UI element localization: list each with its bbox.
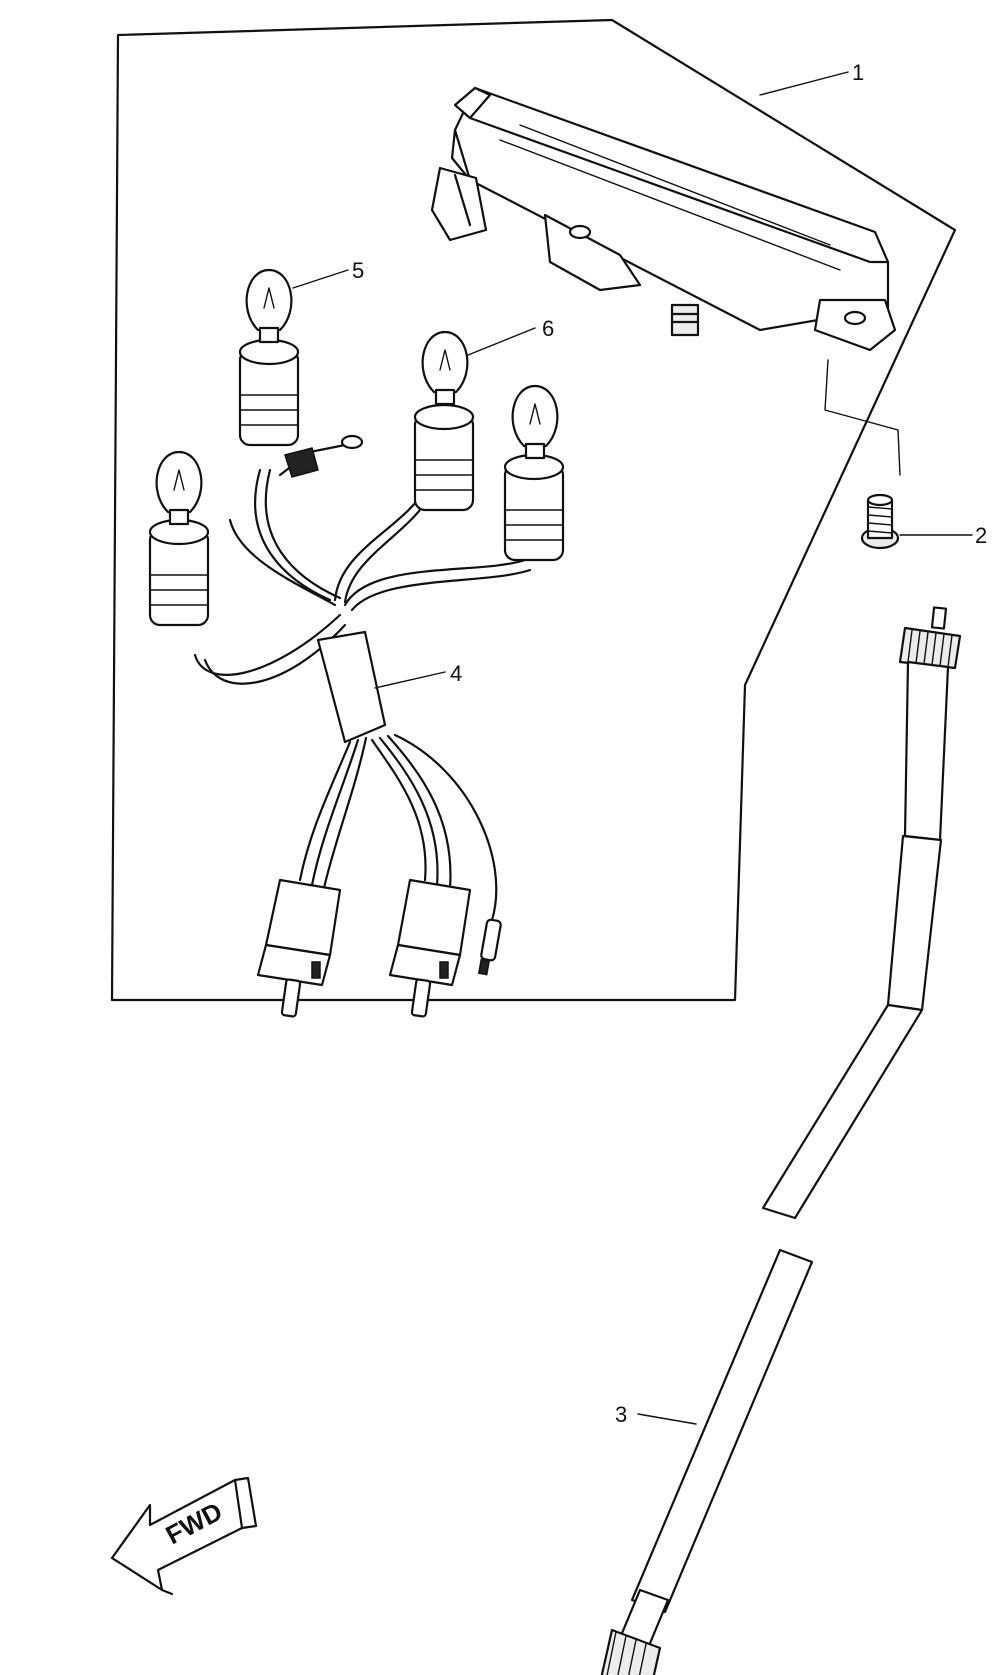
fitting-line	[824, 359, 901, 476]
meter-cable	[600, 606, 962, 1675]
fwd-arrow-icon: FWD	[110, 1476, 258, 1596]
assembly-boundary	[110, 18, 957, 1002]
bulb-socket	[238, 338, 300, 447]
bulb-socket	[413, 403, 475, 512]
bulb	[421, 330, 469, 406]
callout-3: 3	[615, 1402, 627, 1427]
leader-4	[374, 671, 446, 689]
bulb	[155, 450, 203, 526]
bulb-socket	[503, 453, 565, 562]
bulb-socket	[148, 518, 210, 627]
bulb	[245, 268, 293, 344]
callout-4: 4	[450, 661, 462, 686]
bulb	[511, 384, 559, 460]
leader-3	[637, 1413, 697, 1425]
wire-harness	[193, 434, 532, 1018]
leader-5	[292, 269, 349, 289]
callout-1: 1	[852, 60, 864, 85]
screw	[860, 493, 900, 550]
callout-5: 5	[352, 258, 364, 283]
leader-1	[759, 71, 849, 96]
meter-housing	[430, 86, 897, 352]
callout-6: 6	[542, 316, 554, 341]
callout-2: 2	[975, 523, 987, 548]
leader-6	[467, 327, 536, 356]
